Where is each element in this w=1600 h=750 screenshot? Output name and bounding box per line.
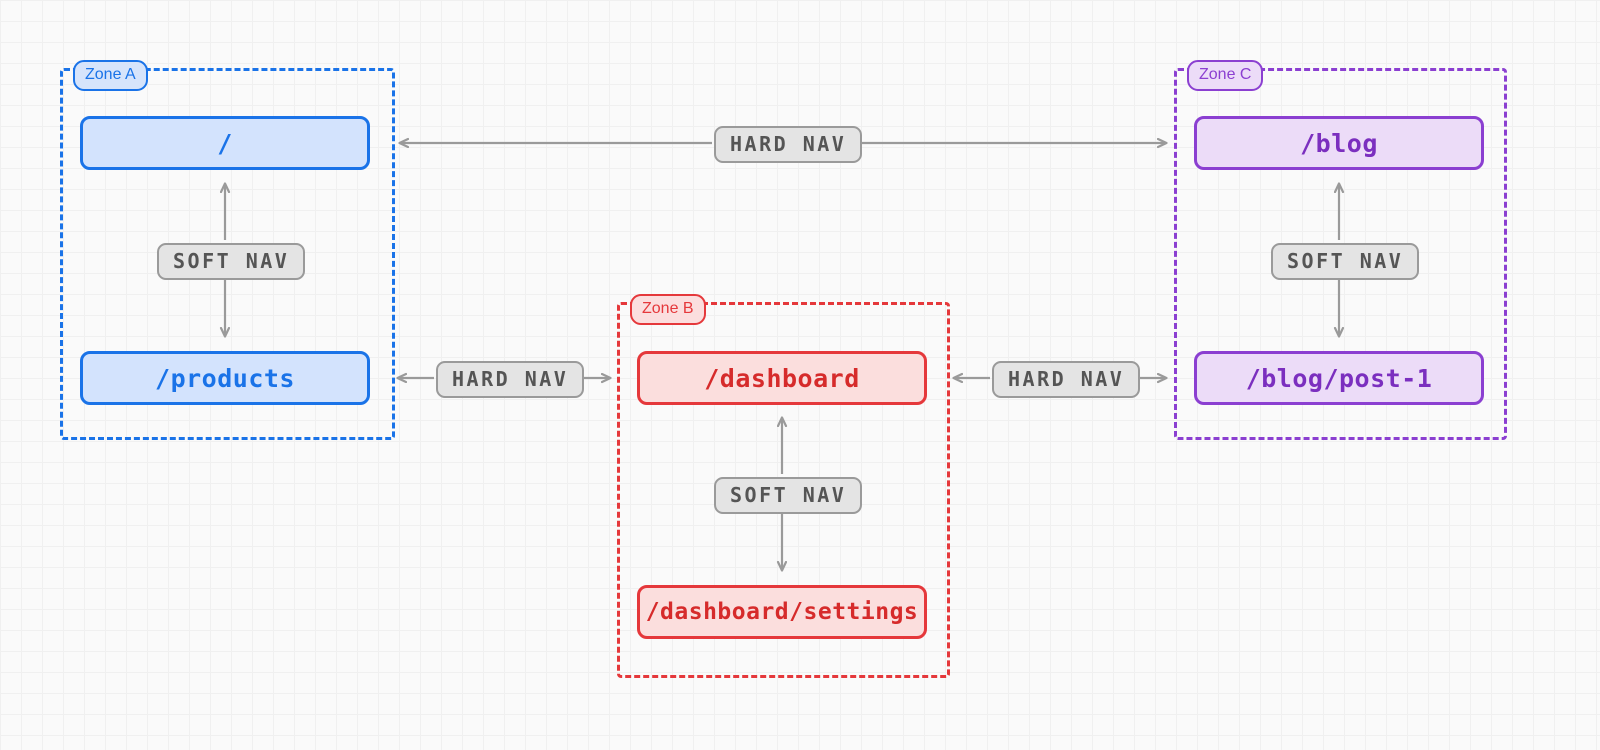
route-node-blog-post-1-label: /blog/post-1	[1245, 363, 1433, 393]
zone-a-boundary	[60, 68, 395, 440]
edge-label-text: SOFT NAV	[173, 249, 290, 273]
route-node-blog[interactable]: /blog	[1194, 116, 1484, 170]
route-node-dashboard-settings-label: /dashboard/settings	[645, 599, 919, 625]
route-node-blog-label: /blog	[1300, 128, 1378, 158]
zone-c-label: Zone C	[1187, 60, 1264, 91]
zone-b-label: Zone B	[630, 294, 706, 325]
edge-label-text: HARD NAV	[1008, 367, 1125, 391]
zone-c-label-text: Zone C	[1199, 66, 1252, 83]
route-node-root[interactable]: /	[80, 116, 370, 170]
edge-label-hard-nav-root-blog: HARD NAV	[714, 126, 863, 163]
route-node-products[interactable]: /products	[80, 351, 370, 405]
zone-b-label-text: Zone B	[642, 300, 694, 317]
zone-a-label: Zone A	[73, 60, 148, 91]
edge-label-text: HARD NAV	[452, 367, 569, 391]
route-node-dashboard-label: /dashboard	[704, 363, 860, 393]
route-node-dashboard[interactable]: /dashboard	[637, 351, 927, 405]
edge-label-soft-nav-zone-b: SOFT NAV	[714, 477, 863, 514]
route-node-dashboard-settings[interactable]: /dashboard/settings	[637, 585, 927, 639]
edge-label-text: SOFT NAV	[1287, 249, 1404, 273]
route-node-root-label: /	[217, 128, 233, 158]
zone-b-boundary	[617, 302, 950, 678]
route-node-products-label: /products	[155, 363, 295, 393]
edge-label-text: SOFT NAV	[730, 483, 847, 507]
zone-a-label-text: Zone A	[85, 66, 136, 83]
edge-label-hard-nav-products-dashboard: HARD NAV	[436, 361, 585, 398]
edge-label-hard-nav-dashboard-blogpost: HARD NAV	[992, 361, 1141, 398]
route-node-blog-post-1[interactable]: /blog/post-1	[1194, 351, 1484, 405]
zone-c-boundary	[1174, 68, 1507, 440]
edge-label-soft-nav-zone-c: SOFT NAV	[1271, 243, 1420, 280]
edge-label-soft-nav-zone-a: SOFT NAV	[157, 243, 306, 280]
edge-label-text: HARD NAV	[730, 132, 847, 156]
